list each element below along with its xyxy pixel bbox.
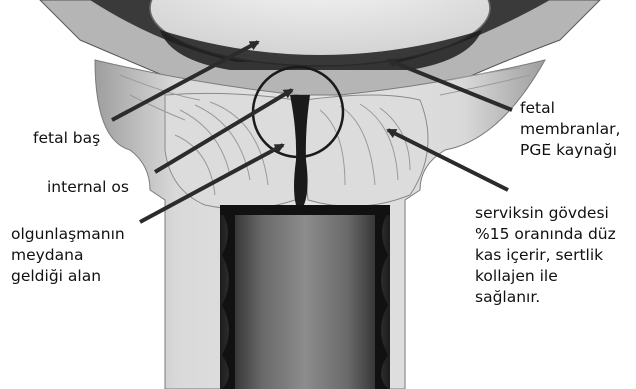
label-internal-os: internal os: [47, 177, 129, 198]
label-cervix-body: serviksin gövdesi %15 oranında düz kas i…: [475, 203, 616, 308]
label-ripening-area: olgunlaşmanın meydana geldiği alan: [11, 224, 125, 287]
canal-top: [220, 205, 390, 215]
cervical-canal: [220, 210, 390, 389]
label-fetal-head: fetal baş: [33, 128, 100, 149]
label-fetal-membranes: fetal membranlar, PGE kaynağı: [520, 98, 620, 161]
